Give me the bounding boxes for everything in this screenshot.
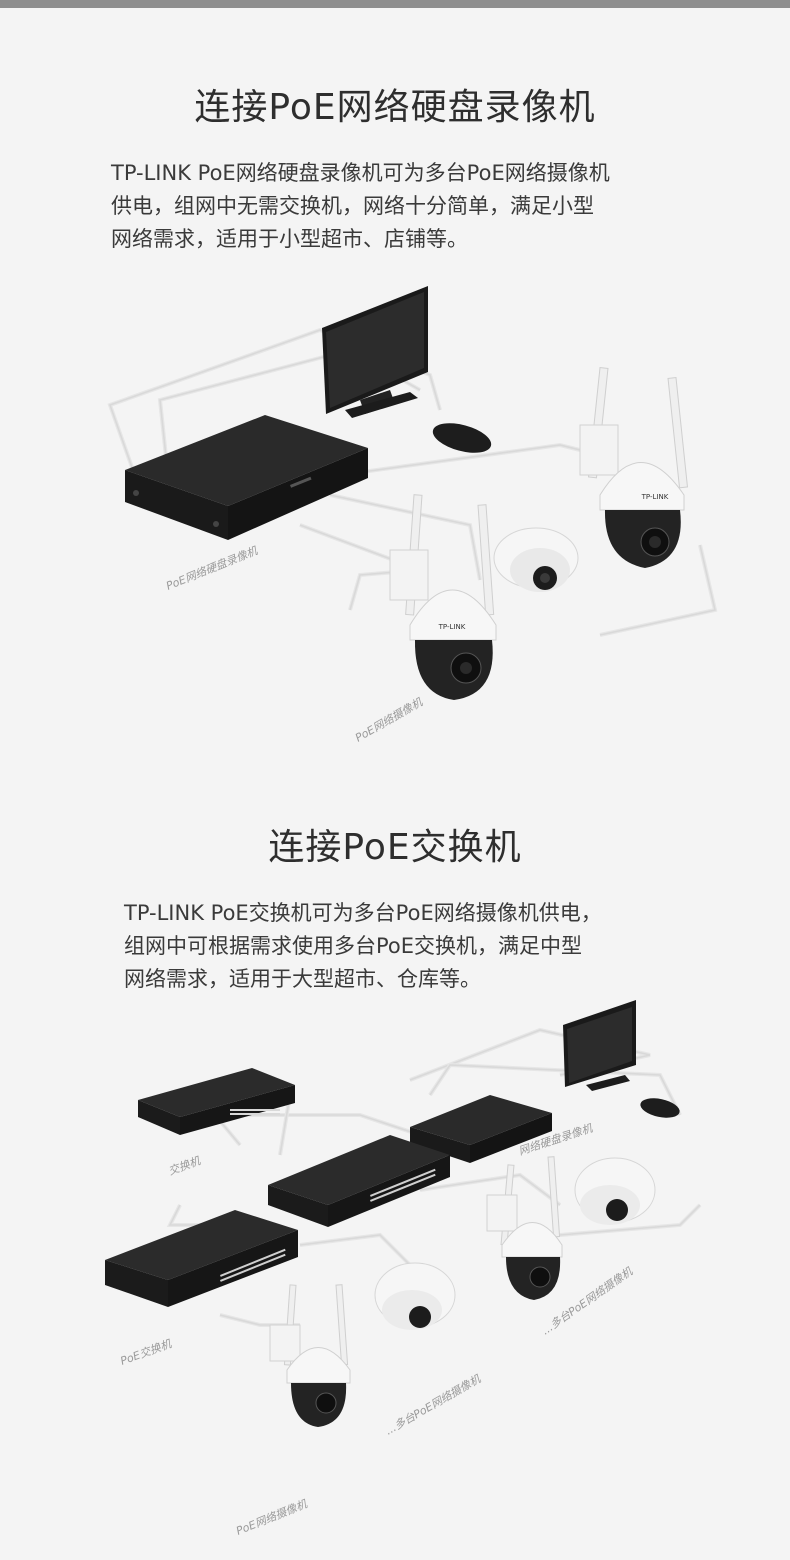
section2-title: 连接PoE交换机: [268, 827, 522, 868]
multi-camera-label-center: ...多台PoE网络摄像机: [383, 1372, 484, 1438]
section1-title: 连接PoE网络硬盘录像机: [194, 87, 596, 128]
poe-switch-bottom-icon: [105, 1210, 298, 1307]
nvr-icon: [410, 1095, 552, 1163]
section1-line-1: TP-LINK PoE网络硬盘录像机可为多台PoE网络摄像机: [111, 161, 610, 185]
section2-line-2: 组网中可根据需求使用多台PoE交换机，满足中型: [124, 934, 583, 958]
camera-brand-text: TP-LINK: [438, 623, 466, 631]
monitor-icon: [322, 286, 428, 418]
monitor-icon: [563, 1000, 636, 1091]
ptz-camera-center-icon: TP-LINK: [389, 494, 497, 700]
section2-line-3: 网络需求，适用于大型超市、仓库等。: [124, 967, 481, 991]
camera-label: PoE网络摄像机: [353, 695, 426, 744]
section2-diagram: 交换机 网络硬盘录像机 PoE交换机: [105, 1000, 702, 1538]
section1-line-3: 网络需求，适用于小型超市、店铺等。: [111, 227, 468, 251]
camera-label: PoE网络摄像机: [234, 1497, 310, 1538]
top-bar: [0, 0, 790, 8]
camera-brand-text: TP-LINK: [641, 493, 669, 501]
poe-switch-middle-icon: [268, 1135, 450, 1227]
ptz-camera-bottom-icon: [269, 1284, 351, 1427]
section1-cables: [107, 327, 718, 637]
dome-camera-icon: [493, 527, 579, 592]
ptz-camera-right-icon: TP-LINK: [579, 367, 689, 568]
section1-description: TP-LINK PoE网络硬盘录像机可为多台PoE网络摄像机 供电，组网中无需交…: [111, 157, 610, 256]
dome-camera-center-icon: [374, 1262, 456, 1330]
section2-line-1: TP-LINK PoE交换机可为多台PoE网络摄像机供电，: [124, 901, 602, 925]
section1-line-2: 供电，组网中无需交换机，网络十分简单，满足小型: [111, 194, 594, 218]
section2-cables: [166, 1027, 702, 1327]
nvr-label: PoE网络硬盘录像机: [164, 544, 260, 593]
switch-icon: [138, 1068, 295, 1135]
mouse-icon: [640, 1098, 680, 1118]
switch-label: 交换机: [167, 1154, 203, 1178]
nvr-icon: [125, 415, 368, 540]
section2-description: TP-LINK PoE交换机可为多台PoE网络摄像机供电， 组网中可根据需求使用…: [124, 897, 602, 996]
poe-switch-label: PoE交换机: [119, 1337, 174, 1368]
ptz-camera-right-icon: [486, 1156, 563, 1300]
dome-camera-right-icon: [574, 1157, 656, 1225]
section1-diagram: PoE网络硬盘录像机 TP-LINK TP-LINK PoE网络摄像机: [107, 286, 718, 745]
mouse-icon: [432, 423, 492, 453]
